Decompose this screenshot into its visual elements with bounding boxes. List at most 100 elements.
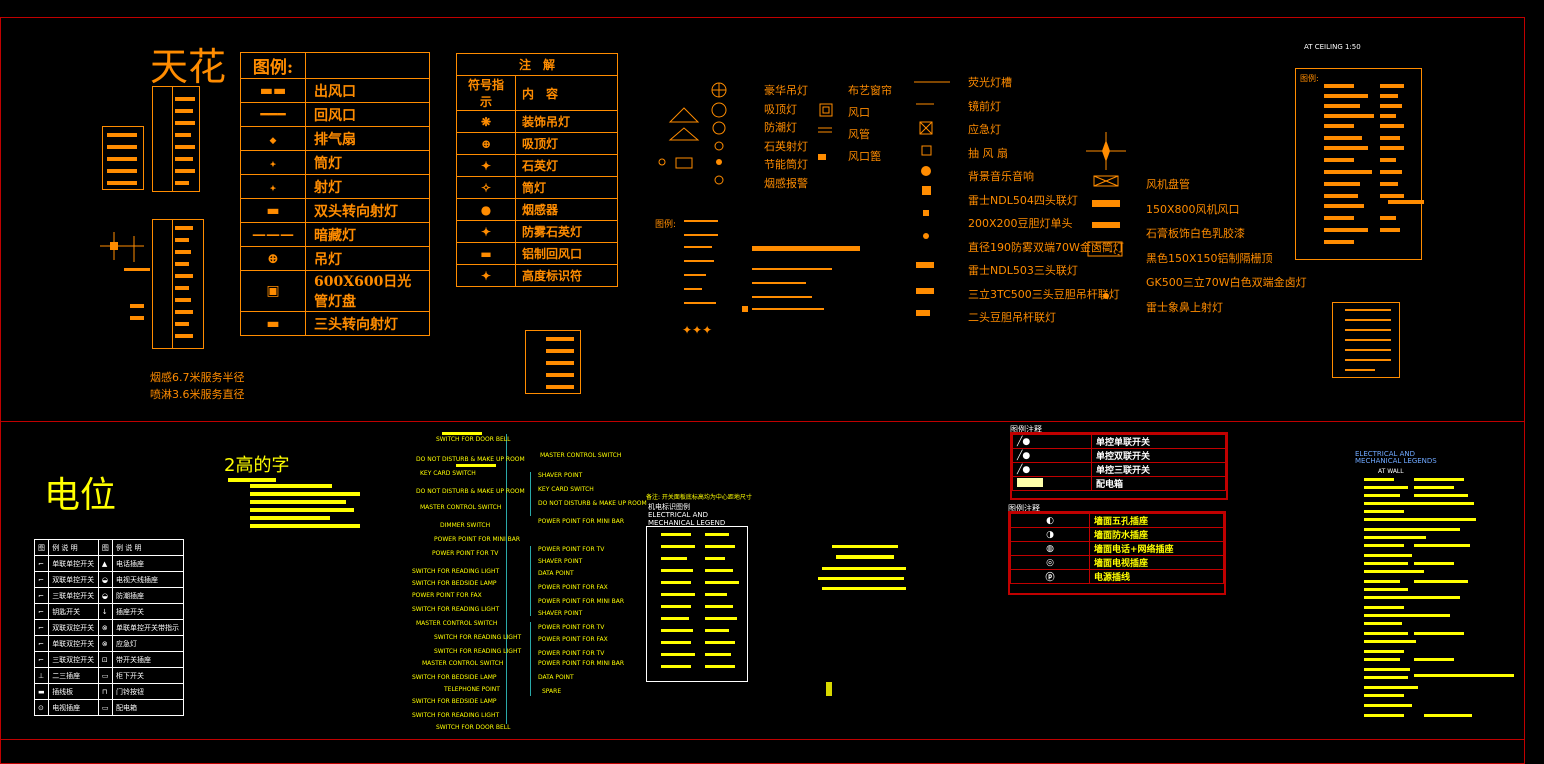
tag-label: POWER POINT FOR FAX: [538, 636, 608, 643]
switch-row: 单控单联开关: [1091, 434, 1226, 449]
head-cell: 图: [33, 539, 50, 556]
spotlight-icon: ✦: [269, 182, 277, 193]
tag-label: SHAVER POINT: [538, 610, 583, 617]
tag-label: SWITCH FOR READING LIGHT: [412, 568, 500, 575]
notes-row: 吸顶灯: [515, 132, 618, 155]
switch-row: 配电箱: [1091, 476, 1226, 491]
single-switch-icon: ╱●: [1017, 436, 1031, 447]
socket-row: 墙面五孔插座: [1089, 513, 1224, 528]
double-switch-icon: ╱●: [1017, 450, 1031, 461]
legend-row: 吊灯: [305, 246, 430, 271]
col-b-symbols: [818, 103, 833, 160]
quartz-lamp-icon: ✦: [480, 158, 492, 173]
notes-col2: 内 容: [515, 75, 618, 111]
tag-label: POWER POINT FOR MINI BAR: [538, 598, 625, 605]
col-c-item: 背景音乐音响: [968, 170, 1034, 183]
switch-symbol-table: 图 例 说 明 图 例 说 明 ⌐单联单控开关▲电话插座 ⌐双联单控开关◒电视天…: [33, 539, 184, 716]
col-c-item: 直径190防雾双端70W金卤筒灯: [968, 240, 1124, 254]
tag-label: MASTER CONTROL SWITCH: [422, 660, 504, 667]
switch-row: 单控三联开关: [1091, 462, 1226, 477]
notes-table: 注 解 符号指示内 容 ❋装饰吊灯 ⊕吸顶灯 ✦石英灯 ✧筒灯 ●烟感器 ✦防雾…: [456, 53, 618, 287]
ceiling-legend-table: 图例: ▬▬出风口 ━━━回风口 ◆排气扇 ✦筒灯 ✦射灯 ▬双头转向射灯 ——…: [240, 52, 430, 336]
tag-label: POWER POINT FOR TV: [538, 650, 605, 657]
tag-label: SWITCH FOR READING LIGHT: [412, 606, 500, 613]
notes-row: 筒灯: [515, 176, 618, 199]
col-a-item: 吸顶灯: [764, 102, 797, 116]
waterproof-socket-icon: ◑: [1046, 529, 1054, 540]
switch-desc: 门铃按钮: [112, 683, 184, 700]
col-c-item: 荧光灯槽: [968, 76, 1012, 89]
ceiling-title: 天花: [150, 45, 227, 89]
tag-label: DATA POINT: [538, 570, 574, 577]
col-a-item: 石英射灯: [764, 139, 808, 153]
tag-label: SWITCH FOR READING LIGHT: [434, 634, 522, 641]
exhaust-fan-icon: ◆: [269, 135, 277, 146]
tag-label: POWER POINT FOR TV: [538, 546, 605, 553]
col-b-item: 风管: [848, 128, 870, 141]
tag-label: POWER POINT FOR MINI BAR: [538, 660, 625, 667]
col-c-item: 200X200豆胆灯单头: [968, 217, 1073, 230]
tag-label: MASTER CONTROL SWITCH: [540, 452, 622, 459]
tag-label: SWITCH FOR READING LIGHT: [434, 648, 522, 655]
triple-switch-icon: ╱●: [1017, 464, 1031, 475]
col-d: 风机盘管 150X800风机风口 石膏板饰白色乳胶漆 黑色150X150铝制隔栅…: [1146, 176, 1307, 323]
tag-label: SPARE: [542, 688, 562, 695]
switch-desc: 双联单控开关: [48, 571, 99, 588]
col-b-item: 风口: [848, 106, 870, 119]
mech-en1: ELECTRICAL AND: [648, 511, 709, 519]
col-a: 豪华吊灯 吸顶灯 防潮灯 石英射灯 节能筒灯 烟感报警: [764, 82, 808, 193]
col-c-item: 雷士NDL503三头联灯: [968, 264, 1078, 277]
switch-desc: 三联双控开关: [48, 651, 99, 668]
elec-legend-en2: MECHANICAL LEGENDS: [1355, 457, 1437, 465]
distribution-box-icon: [1017, 477, 1043, 487]
col-b-item: 风口篦: [848, 150, 881, 163]
mech-en2: MECHANICAL LEGEND: [648, 519, 726, 527]
col-a-item: 豪华吊灯: [764, 84, 808, 97]
legend-row: 排气扇: [305, 126, 430, 151]
tag-label: SHAVER POINT: [538, 472, 583, 479]
switch-desc: 单联单控开关: [48, 555, 99, 572]
tag-label: POWER POINT FOR MINI BAR: [538, 518, 625, 525]
decor-chandelier-icon: ❋: [480, 114, 492, 129]
tag-label: KEY CARD SWITCH: [538, 486, 594, 493]
switch-desc: 应急灯: [112, 635, 184, 652]
phone-network-socket-icon: ◍: [1046, 543, 1054, 554]
mini-legend-2: [102, 126, 144, 190]
tag-column-left: SWITCH FOR DOOR BELL DO NOT DISTURB & MA…: [412, 428, 525, 733]
crosshair-symbols: [100, 232, 150, 320]
smoke-note-1: 烟感6.7米服务半径: [150, 371, 245, 384]
notes-row: 防雾石英灯: [515, 220, 618, 243]
electric-title: 电位: [44, 475, 117, 516]
notes-header: 注 解: [456, 53, 618, 76]
tag-label: KEY CARD SWITCH: [420, 470, 476, 477]
tag-label: MASTER CONTROL SWITCH: [416, 620, 498, 627]
switch-desc: 钥匙开关: [48, 603, 99, 620]
tag-label: DO NOT DISTURB & MAKE UP ROOM: [538, 500, 647, 507]
lamp-symbols: [658, 82, 727, 185]
col-d-item: GK500三立70W白色双端金卤灯: [1146, 276, 1307, 289]
col-c-item: 三立3TC500三头豆胆吊杆联灯: [968, 287, 1120, 301]
dot-cluster: [818, 545, 910, 595]
right-legend-title: 图例:: [1300, 74, 1319, 83]
tag-label: DO NOT DISTURB & MAKE UP ROOM: [416, 488, 525, 495]
col-b: 布艺窗帘 风口 风管 风口篦: [848, 82, 892, 170]
legend-row: 三头转向射灯: [305, 311, 430, 336]
notes-row: 高度标识符: [515, 264, 618, 287]
tag-label: SWITCH FOR BEDSIDE LAMP: [412, 698, 497, 705]
col-b-item: 布艺窗帘: [848, 84, 892, 97]
double-spotlight-icon: ▬: [266, 202, 280, 219]
switch-desc: 二三插座: [48, 667, 99, 684]
switch-desc: 电视天线插座: [112, 571, 184, 588]
ceiling-lamp-icon: ⊕: [480, 136, 492, 151]
tag-label: SHAVER POINT: [538, 558, 583, 565]
mid-legend-title: 图例:: [655, 220, 677, 230]
col-a-item: 防潮灯: [764, 121, 797, 134]
tag-label: SWITCH FOR DOOR BELL: [436, 436, 511, 443]
switch-desc: 配电箱: [112, 699, 184, 716]
switch-desc: 电视插座: [48, 699, 99, 716]
tag-label: DIMMER SWITCH: [440, 522, 491, 529]
col-c: 荧光灯槽 镜前灯 应急灯 抽 风 扇 背景音乐音响 雷士NDL504四头联灯 2…: [968, 74, 1124, 333]
elec-legend-sub: AT WALL: [1378, 468, 1404, 475]
legend-row: 回风口: [305, 102, 430, 127]
tag-label: SWITCH FOR BEDSIDE LAMP: [412, 674, 497, 681]
